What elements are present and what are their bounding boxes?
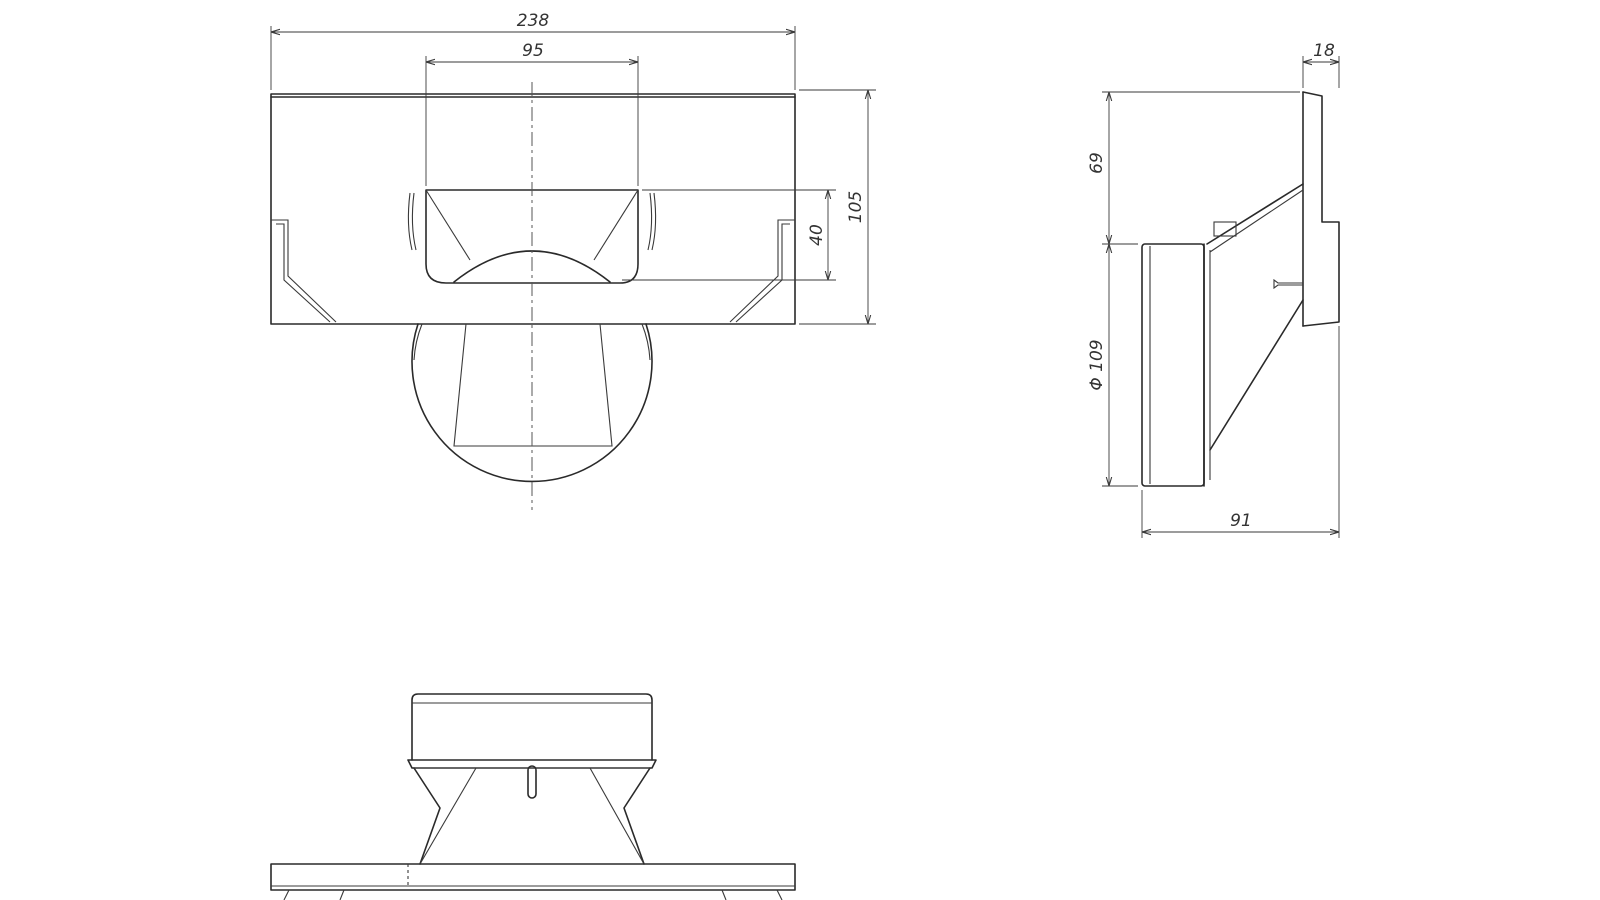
top-view-outlet <box>411 323 653 483</box>
dimension-91-label: 91 <box>1230 511 1252 531</box>
dimension-95-label: 95 <box>522 41 544 61</box>
dimension-diameter-109: Φ 109 <box>1087 244 1138 487</box>
dimension-69-label: 69 <box>1087 152 1107 174</box>
dimension-91: 91 <box>1141 326 1340 538</box>
top-view-outline <box>270 93 796 325</box>
front-view-slot <box>527 765 537 799</box>
dimension-105-label: 105 <box>846 191 866 223</box>
front-view <box>270 693 796 900</box>
dimension-238-label: 238 <box>517 11 550 31</box>
dimension-diameter-109-label: Φ 109 <box>1087 339 1107 390</box>
top-view-funnel <box>425 189 639 284</box>
front-view-base <box>270 863 796 891</box>
dimension-105: 105 <box>799 89 876 325</box>
dimension-18: 18 <box>1302 41 1340 88</box>
side-view-collar <box>1141 243 1205 487</box>
dimension-40: 40 <box>622 189 836 281</box>
dimension-238: 238 <box>270 11 796 90</box>
side-view-plate <box>1302 91 1340 327</box>
top-view: 238 95 40 105 <box>270 11 876 510</box>
dimension-95: 95 <box>425 41 639 186</box>
front-view-cylinder <box>411 693 653 761</box>
dimension-69: 69 <box>1087 91 1300 245</box>
dimension-18-label: 18 <box>1313 41 1335 61</box>
dimension-40-label: 40 <box>807 224 827 246</box>
side-view: 18 69 Φ 109 91 <box>1087 41 1340 538</box>
